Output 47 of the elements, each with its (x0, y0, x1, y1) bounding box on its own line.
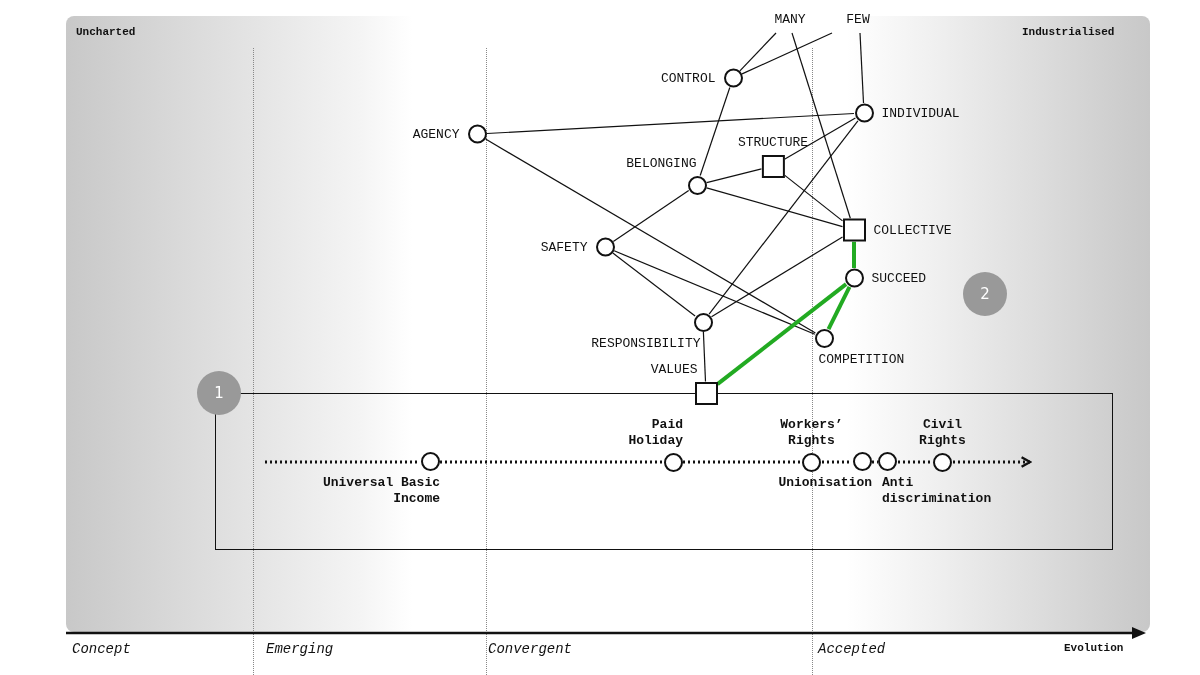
connector-line (852, 241, 856, 268)
connector-line (699, 86, 731, 177)
node-label: SAFETY (540, 239, 588, 255)
axis-stage-label: Concept (72, 641, 131, 657)
connector-line (708, 120, 859, 315)
node-label: CONTROL (660, 70, 716, 86)
axis-stage-label: Accepted (818, 641, 886, 657)
connector-line (783, 117, 856, 160)
node-label: COLLECTIVE (873, 222, 952, 238)
node-label: Unionisation (778, 475, 872, 491)
node-label: MANY (774, 12, 806, 28)
connector-line (702, 331, 707, 383)
connector-line (613, 250, 816, 335)
node-label: SUCCEED (871, 270, 927, 286)
connector-line (706, 187, 844, 228)
connector-line (485, 138, 816, 334)
connector-line (716, 282, 848, 386)
node-label: BELONGING (626, 155, 697, 172)
connector-line (710, 236, 844, 318)
connector-line (859, 32, 865, 104)
region-label: Evolution (1064, 642, 1124, 654)
connector-line (706, 168, 763, 184)
region-label: Industrialised (1022, 26, 1115, 38)
node-label: RESPONSIBILITY (591, 335, 701, 352)
node-label: FEW (846, 12, 870, 28)
node-label: STRUCTURE (737, 134, 809, 151)
node-label: Workers’ Rights (779, 417, 844, 449)
connector-line (612, 190, 690, 242)
axis-stage-label: Emerging (266, 641, 334, 657)
node-label: Universal Basic Income (321, 475, 440, 507)
connector-line (739, 32, 777, 72)
dotted-arrow (953, 456, 1032, 468)
node-label: COMPETITION (818, 351, 905, 368)
node-label: VALUES (650, 361, 698, 378)
node-label: AGENCY (412, 126, 460, 142)
connector-line (783, 174, 844, 222)
axis-stage-label: Convergent (488, 641, 572, 657)
region-label: Uncharted (76, 26, 136, 38)
connector-line (612, 252, 696, 317)
connector-line (741, 32, 833, 75)
connector-line (791, 32, 851, 220)
node-label: Anti discrimination (882, 475, 993, 507)
connector-line (486, 112, 855, 135)
connector-line (826, 286, 852, 330)
node-label: Paid Holiday (627, 417, 683, 449)
node-label: Civil Rights (918, 417, 967, 449)
node-label: INDIVIDUAL (881, 105, 960, 121)
